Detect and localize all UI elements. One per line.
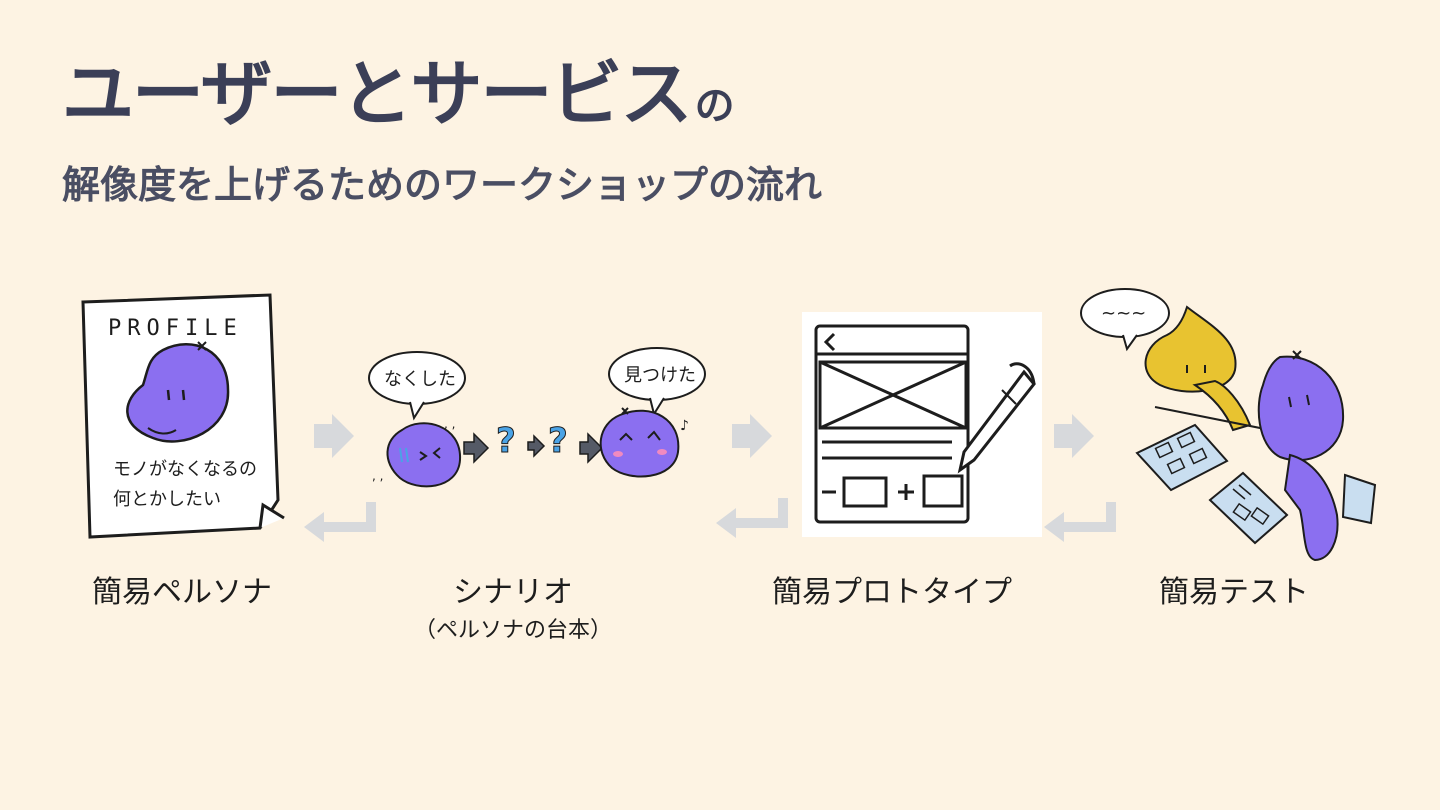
step-label-persona: 簡易ペルソナ <box>92 575 272 610</box>
forward-arrow-1 <box>314 414 354 458</box>
persona-character-icon <box>126 343 230 443</box>
bubble-found-text: 見つけた <box>624 365 696 386</box>
profile-goal-line2: 何とかしたい <box>113 489 221 510</box>
pen-icon <box>957 362 1036 474</box>
profile-goal-line1: モノがなくなるの <box>113 459 257 480</box>
back-chevron-icon <box>823 332 836 352</box>
paper-prototype-illustration <box>802 312 1042 537</box>
happy-character-icon <box>599 409 680 478</box>
page-title: ユーザーとサービスの <box>62 58 735 130</box>
forward-arrow-2 <box>732 414 772 458</box>
scenario-illustration: なくした , , , , ? ? 見つけた ♪ <box>368 347 706 488</box>
test-paper-2-icon <box>1208 471 1289 545</box>
user-test-illustration: ~~~ <box>1080 288 1377 562</box>
svg-text:, ,: , , <box>444 417 455 431</box>
question-mark-icon-2: ? <box>548 421 568 461</box>
question-mark-icon: ? <box>496 421 516 461</box>
step-label-prototype: 簡易プロトタイプ <box>772 575 1012 610</box>
forward-arrow-3 <box>1054 414 1094 458</box>
persona-profile-illustration: PROFILE モノがなくなるの 何とかしたい <box>81 293 285 539</box>
test-bubble-text: ~~~ <box>1101 303 1146 324</box>
return-arrow-3 <box>1044 502 1116 542</box>
title-main-text: ユーザーとサービス <box>62 52 693 136</box>
test-paper-1-icon <box>1135 423 1229 492</box>
bubble-lost-text: なくした <box>384 369 456 390</box>
purple-character-icon <box>1257 355 1345 462</box>
plus-icon <box>898 484 914 500</box>
step-label-scenario: シナリオ <box>453 575 573 610</box>
svg-text:♪: ♪ <box>680 418 689 434</box>
step-sublabel-scenario: （ペルソナの台本） <box>413 618 612 643</box>
return-arrow-1 <box>304 502 376 542</box>
yellow-character-icon <box>1144 305 1237 393</box>
step-label-test: 簡易テスト <box>1159 575 1309 610</box>
page-subtitle: 解像度を上げるためのワークショップの流れ <box>62 163 823 207</box>
profile-header-text: PROFILE <box>108 316 243 341</box>
return-arrow-2 <box>716 498 788 538</box>
small-arrow-icon <box>463 432 490 464</box>
title-main-suffix: の <box>694 83 735 129</box>
svg-text:, ,: , , <box>372 469 383 483</box>
